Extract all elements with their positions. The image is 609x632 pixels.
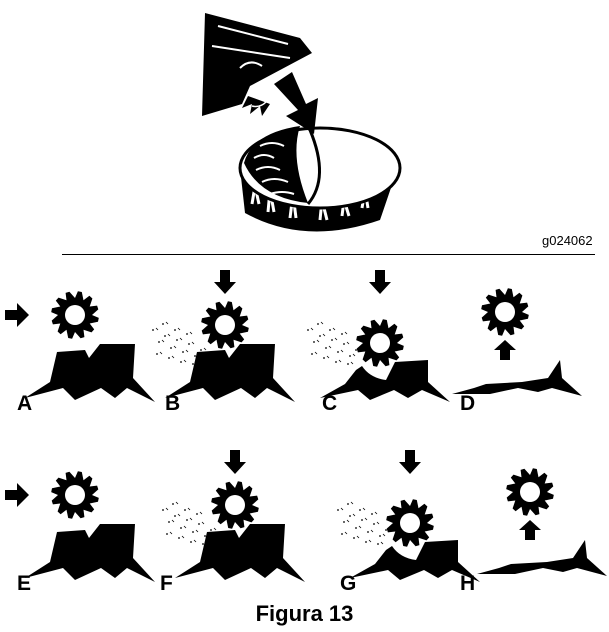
wood-chips [337, 502, 391, 545]
cutter-hub [520, 482, 540, 502]
cutter-hub [370, 333, 390, 353]
step-panel-drawing [5, 270, 155, 450]
cutter-hub [215, 315, 235, 335]
step-panel-b: B [145, 270, 295, 450]
panel-letter: A [17, 392, 32, 416]
cutter-hub [495, 302, 515, 322]
direction-arrow [494, 340, 516, 360]
direction-arrow [5, 483, 29, 507]
stump [25, 344, 155, 402]
stump [452, 360, 582, 396]
panel-letter: G [340, 572, 356, 596]
direction-arrow [214, 270, 236, 294]
panel-letter: F [160, 572, 173, 596]
figure-reference-code: g024062 [542, 233, 593, 248]
panel-letter: B [165, 392, 180, 416]
direction-arrow [519, 520, 541, 540]
step-panel-drawing [430, 270, 580, 450]
direction-arrow [369, 270, 391, 294]
step-panel-drawing [145, 270, 295, 450]
step-panel-c: C [300, 270, 450, 450]
stump [175, 524, 305, 582]
step-panel-d: D [430, 270, 580, 450]
direction-arrow [224, 450, 246, 474]
stump [25, 524, 155, 582]
cut-direction-arrow [274, 72, 318, 134]
stump-top-view [240, 126, 400, 231]
cutter-hub [225, 495, 245, 515]
cutter-hub [400, 513, 420, 533]
panel-letter: D [460, 392, 475, 416]
panel-letter: E [17, 572, 31, 596]
cutter-hub [65, 485, 85, 505]
stump [165, 344, 295, 402]
stump [477, 540, 607, 576]
direction-arrow [5, 303, 29, 327]
step-panel-drawing [300, 270, 450, 450]
wood-chips [307, 322, 361, 365]
panel-letter: C [322, 392, 337, 416]
divider-line [62, 254, 595, 255]
cutter-hub [65, 305, 85, 325]
figure-caption: Figura 13 [0, 601, 609, 627]
panel-letter: H [460, 572, 475, 596]
direction-arrow [399, 450, 421, 474]
stump-grinder-illustration [190, 8, 420, 246]
step-panel-a: A [5, 270, 155, 450]
